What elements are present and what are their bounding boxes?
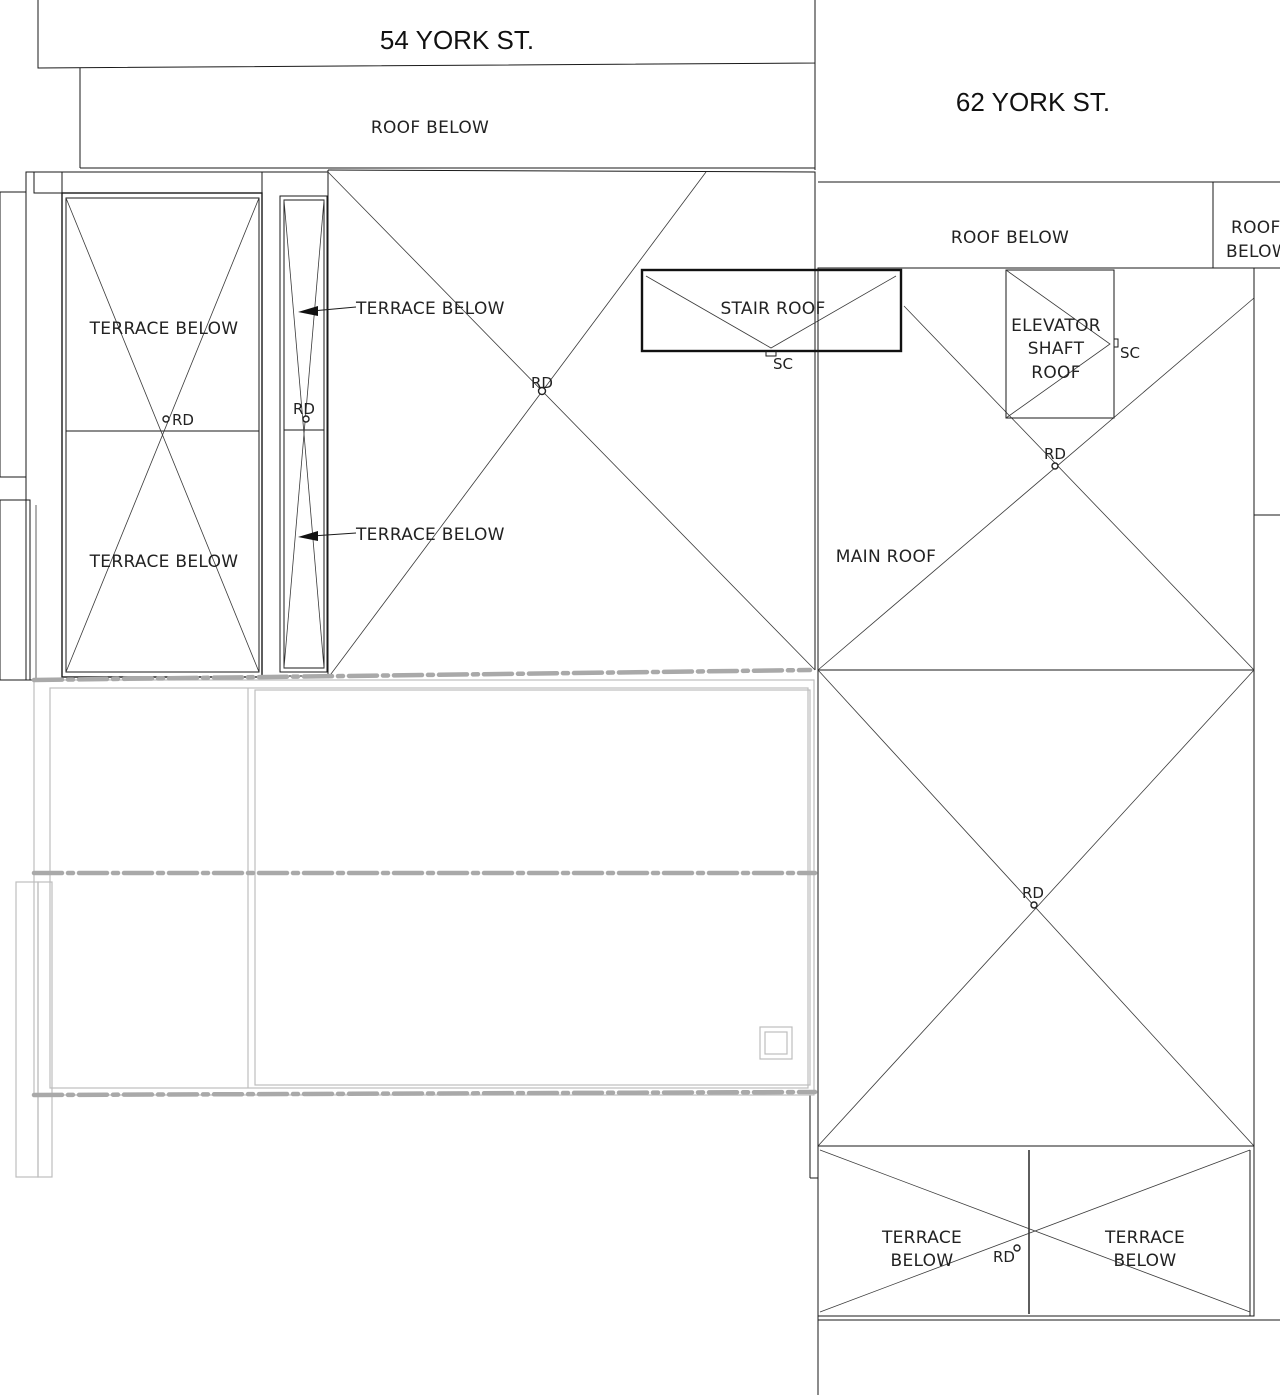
narrow-terrace-strip	[261, 167, 329, 677]
label-rd-bottom-terrace: RD	[993, 1248, 1015, 1266]
label-stair-roof: STAIR ROOF	[720, 299, 825, 319]
label-terrace-bottom-left-2: BELOW	[891, 1251, 954, 1271]
main-roof	[817, 267, 1280, 1147]
label-main-roof: MAIN ROOF	[836, 547, 936, 567]
neighbor-62-york-outline	[818, 181, 1280, 269]
label-roof-below-62: ROOF BELOW	[951, 228, 1069, 248]
label-roof-below-54: ROOF BELOW	[371, 118, 489, 138]
neighbor-54-york-outline	[37, 0, 816, 170]
label-terrace-below-upper-left: TERRACE BELOW	[89, 319, 239, 339]
label-terrace-bottom-left-1: TERRACE	[881, 1228, 962, 1248]
roof-drain-main-upper	[1051, 462, 1059, 470]
label-elevator-line3: ROOF	[1031, 363, 1081, 383]
roof-drains	[162, 386, 1059, 1252]
label-rd-main-lower: RD	[1022, 884, 1044, 902]
street-label-54-york: 54 YORK ST.	[380, 25, 534, 55]
leader-arrow-upper	[298, 306, 318, 316]
left-terrace-block	[33, 171, 263, 678]
street-label-62-york: 62 YORK ST.	[956, 87, 1110, 117]
leader-arrows	[298, 306, 357, 541]
label-roof-below-right-1: ROOF	[1231, 218, 1280, 238]
label-rd-left-terrace: RD	[172, 411, 194, 429]
roof-drain-main-lower	[1030, 901, 1038, 909]
roof-drain-bottom-terrace	[1013, 1244, 1021, 1252]
label-elevator-line2: SHAFT	[1028, 339, 1085, 359]
property-lines	[31, 667, 818, 1098]
label-terrace-below-strip-lower: TERRACE BELOW	[355, 525, 505, 545]
roof-drain-central	[537, 386, 547, 396]
label-rd-narrow-strip: RD	[293, 400, 315, 418]
label-terrace-below-strip-upper: TERRACE BELOW	[355, 299, 505, 319]
label-rd-central: RD	[531, 374, 553, 392]
label-sc-stair: SC	[773, 355, 793, 373]
label-terrace-below-lower-left: TERRACE BELOW	[89, 552, 239, 572]
label-sc-elevator: SC	[1120, 344, 1140, 362]
lower-level-ghost-outline	[15, 679, 815, 1178]
label-terrace-bottom-right-1: TERRACE	[1104, 1228, 1185, 1248]
label-rd-main-upper: RD	[1044, 445, 1066, 463]
central-roof-area	[327, 169, 816, 679]
stair-roof	[640, 268, 903, 357]
label-terrace-bottom-right-2: BELOW	[1114, 1251, 1177, 1271]
roof-drain-left-terrace	[162, 415, 170, 423]
label-elevator-line1: ELEVATOR	[1011, 316, 1101, 336]
elevator-shaft-roof	[1005, 269, 1119, 419]
bottom-terrace-block	[809, 1095, 1280, 1395]
label-roof-below-right-2: BELOW	[1226, 242, 1280, 262]
roof-drain-narrow-strip	[302, 415, 310, 423]
left-wall-strips	[0, 171, 63, 681]
leader-arrow-lower	[298, 531, 318, 541]
